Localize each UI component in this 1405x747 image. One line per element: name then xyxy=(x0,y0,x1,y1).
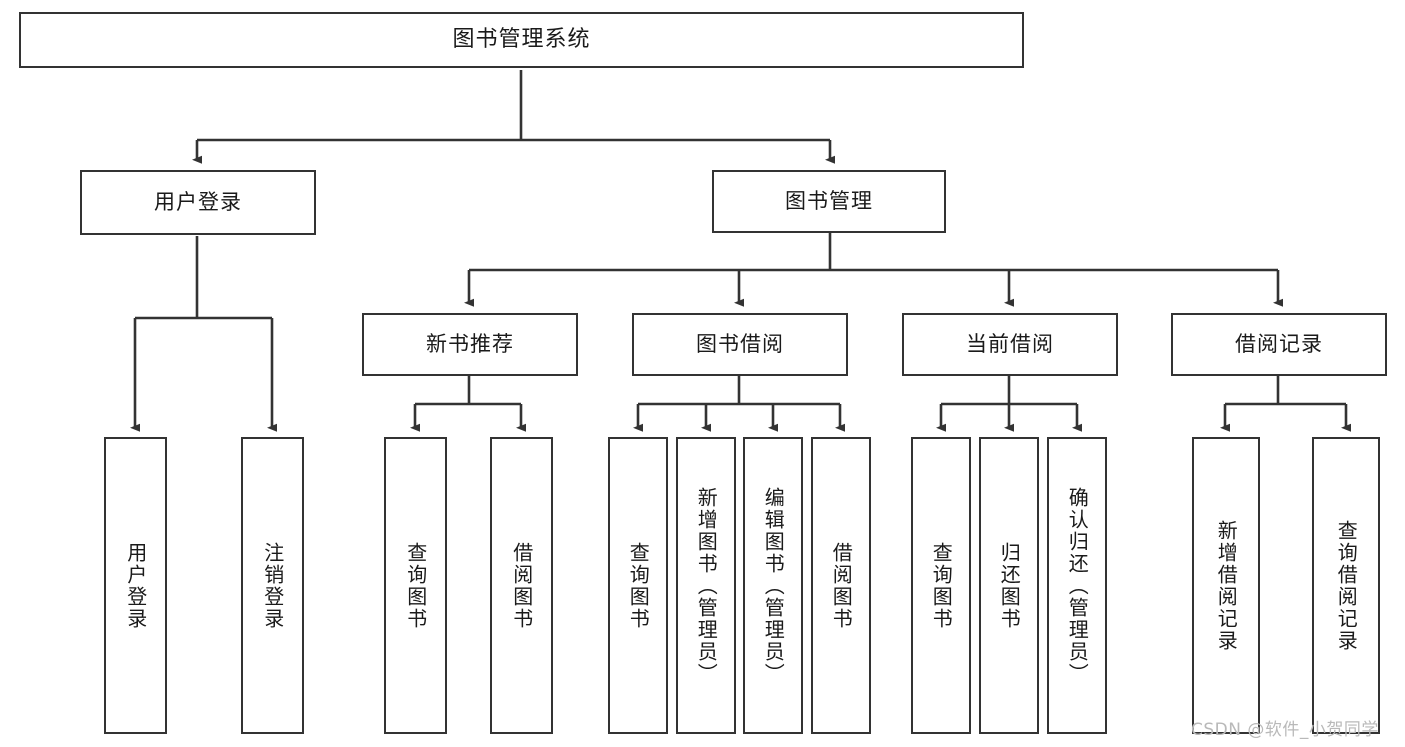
node-label: 当前借阅 xyxy=(966,331,1054,356)
leaf-query-borrow-record[interactable]: 查询借阅记录 xyxy=(1312,437,1380,734)
leaf-confirm-return-admin[interactable]: 确认归还（管理员） xyxy=(1047,437,1107,734)
node-root-book-management-system[interactable]: 图书管理系统 xyxy=(19,12,1024,68)
node-label: 借阅图书 xyxy=(509,541,534,630)
leaf-logout[interactable]: 注销登录 xyxy=(241,437,304,734)
node-label: 新增图书（管理员） xyxy=(694,486,719,685)
node-borrow-record[interactable]: 借阅记录 xyxy=(1171,313,1387,376)
node-book-borrow[interactable]: 图书借阅 xyxy=(632,313,848,376)
node-label: 图书借阅 xyxy=(696,331,784,356)
node-label: 查询图书 xyxy=(626,541,651,630)
leaf-return-book[interactable]: 归还图书 xyxy=(979,437,1039,734)
leaf-query-book-recommend[interactable]: 查询图书 xyxy=(384,437,447,734)
node-current-borrow[interactable]: 当前借阅 xyxy=(902,313,1118,376)
csdn-watermark: CSDN @软件_小贺同学 xyxy=(1191,720,1379,740)
node-label: 借阅记录 xyxy=(1235,331,1323,356)
node-user-login[interactable]: 用户登录 xyxy=(80,170,316,235)
node-label: 用户登录 xyxy=(123,541,148,630)
node-label: 新增借阅记录 xyxy=(1214,519,1239,652)
node-book-management[interactable]: 图书管理 xyxy=(712,170,946,233)
leaf-query-book-current[interactable]: 查询图书 xyxy=(911,437,971,734)
leaf-edit-book-admin[interactable]: 编辑图书（管理员） xyxy=(743,437,803,734)
node-label: 图书管理系统 xyxy=(452,26,591,52)
node-label: 查询图书 xyxy=(929,541,954,630)
node-label: 注销登录 xyxy=(260,541,285,630)
leaf-user-login[interactable]: 用户登录 xyxy=(104,437,167,734)
leaf-borrow-book-borrow[interactable]: 借阅图书 xyxy=(811,437,871,734)
leaf-query-book-borrow[interactable]: 查询图书 xyxy=(608,437,668,734)
node-label: 查询图书 xyxy=(403,541,428,630)
node-label: 归还图书 xyxy=(997,541,1022,630)
leaf-borrow-book-recommend[interactable]: 借阅图书 xyxy=(490,437,553,734)
leaf-add-borrow-record[interactable]: 新增借阅记录 xyxy=(1192,437,1260,734)
node-label: 借阅图书 xyxy=(829,541,854,630)
node-label: 用户登录 xyxy=(154,189,242,214)
node-new-book-recommend[interactable]: 新书推荐 xyxy=(362,313,578,376)
node-label: 新书推荐 xyxy=(426,331,514,356)
leaf-add-book-admin[interactable]: 新增图书（管理员） xyxy=(676,437,736,734)
node-label: 确认归还（管理员） xyxy=(1065,486,1090,685)
node-label: 图书管理 xyxy=(785,188,873,213)
node-label: 编辑图书（管理员） xyxy=(761,486,786,685)
node-label: 查询借阅记录 xyxy=(1334,519,1359,652)
